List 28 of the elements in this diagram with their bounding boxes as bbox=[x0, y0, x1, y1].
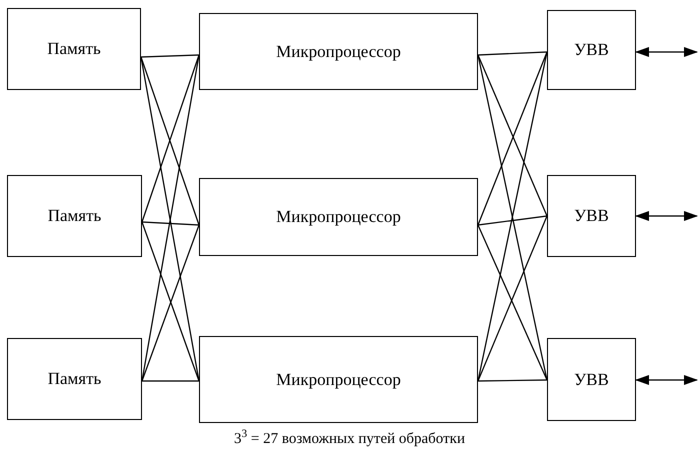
process-box bbox=[547, 10, 636, 90]
box-label: УВВ bbox=[574, 368, 609, 391]
double-arrow bbox=[635, 375, 698, 385]
connector-line bbox=[142, 380, 199, 382]
process-box bbox=[547, 175, 636, 257]
process-box bbox=[7, 338, 142, 420]
connector-line bbox=[140, 54, 200, 58]
connector-line bbox=[478, 215, 548, 226]
box-label: Память bbox=[48, 368, 102, 390]
box-label: Микропроцессор bbox=[276, 40, 401, 63]
connector-line bbox=[478, 379, 547, 382]
process-box bbox=[7, 8, 141, 90]
connector-line bbox=[142, 221, 200, 226]
box-label: Микропроцессор bbox=[276, 368, 401, 391]
connector-line bbox=[478, 51, 548, 56]
double-arrow bbox=[635, 47, 698, 57]
process-box bbox=[547, 338, 636, 421]
box-label: Микропроцессор bbox=[276, 206, 401, 228]
box-label: Память bbox=[47, 38, 101, 60]
process-box bbox=[7, 175, 142, 257]
process-box bbox=[199, 13, 478, 90]
box-label: Память bbox=[48, 205, 102, 228]
process-box bbox=[199, 336, 478, 423]
caption: 3$^{3}$ = 27 возможных путей обработки bbox=[234, 428, 465, 449]
double-arrow bbox=[635, 211, 698, 221]
box-label: УВВ bbox=[574, 205, 609, 228]
box-label: УВВ bbox=[574, 39, 609, 62]
process-box bbox=[199, 178, 478, 256]
